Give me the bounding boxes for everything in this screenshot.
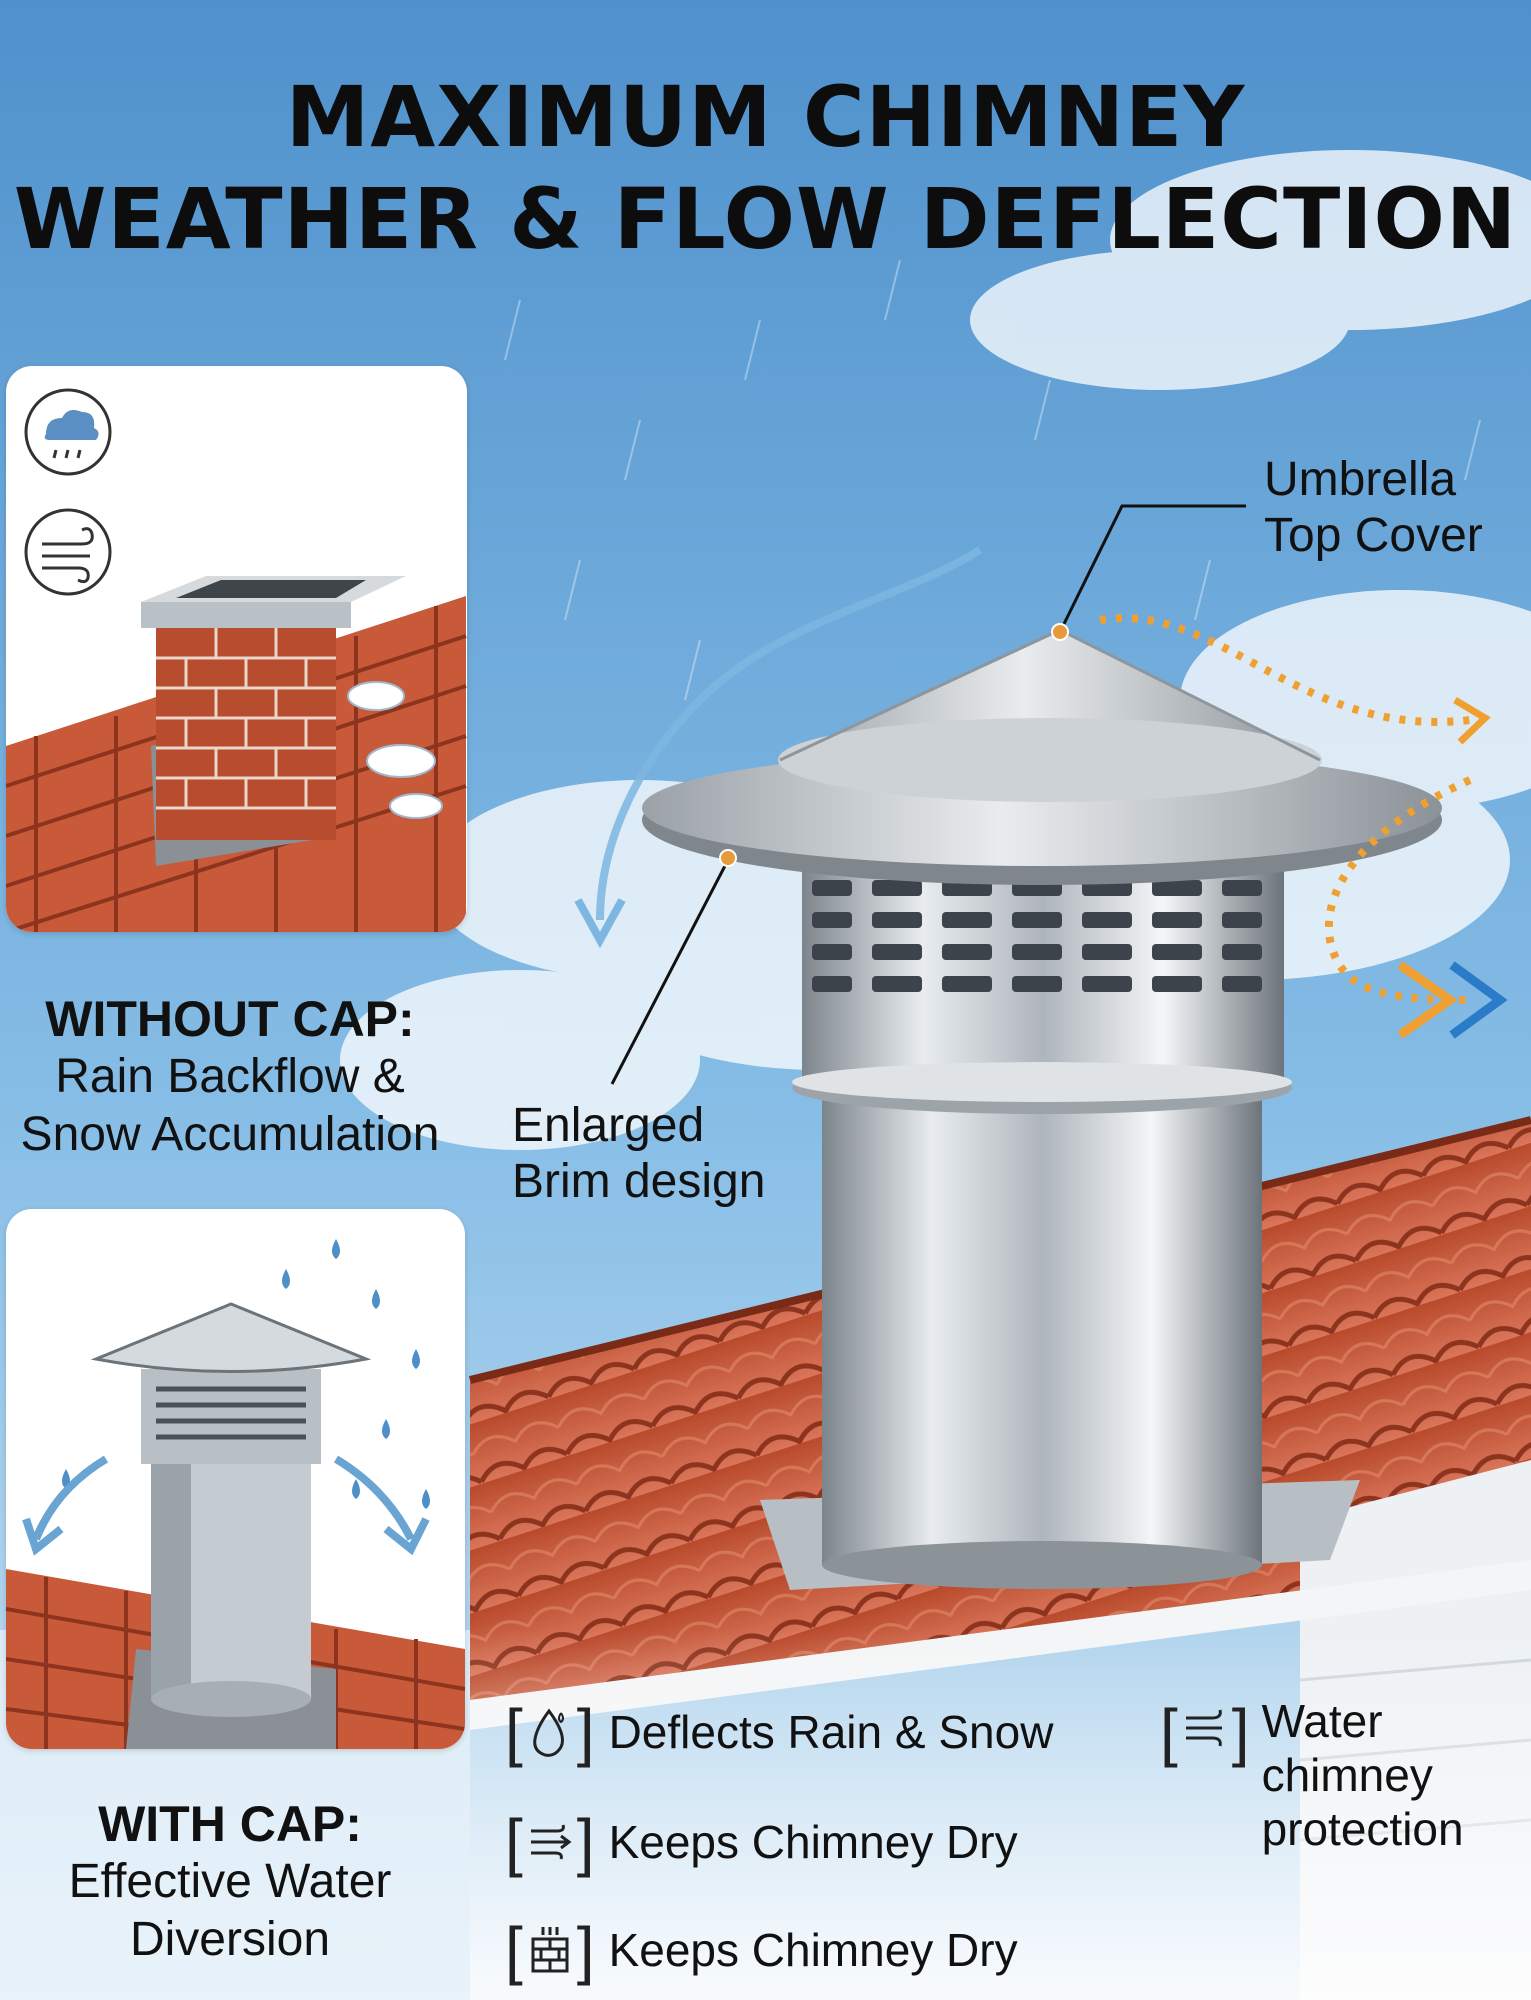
brick-chimney-icon xyxy=(531,1927,569,1973)
page-title-line-1: MAXIMUM CHIMNEY xyxy=(285,68,1246,166)
wind-icon xyxy=(24,508,112,596)
with-cap-caption: WITH CAP: Effective Water Diversion xyxy=(0,1795,460,1969)
bracket-close: ] xyxy=(576,1914,595,1986)
enlarged-brim-callout: Enlarged Brim design xyxy=(512,1098,812,1210)
bracket-open: [ xyxy=(505,1696,523,1768)
bracket-close: ] xyxy=(576,1806,595,1878)
wind-icon xyxy=(1185,1709,1222,1747)
with-cap-line-1: Effective Water xyxy=(68,1855,392,1908)
feature-water-line-3: protection xyxy=(1261,1803,1464,1855)
feature-water-line-1: Water xyxy=(1261,1695,1383,1747)
wind-arrow-icon xyxy=(530,1824,572,1860)
bracket-open: [ xyxy=(1160,1696,1178,1768)
bracket-close: ] xyxy=(1231,1696,1250,1768)
feature-keeps-dry-chimney: [ ] Keeps Chimney Dry xyxy=(505,1918,1018,1982)
feature-keeps-dry: [ ] Keeps Chimney Dry xyxy=(505,1810,1018,1874)
feature-text: Keeps Chimney Dry xyxy=(608,1924,1018,1976)
water-drop-icon xyxy=(533,1708,564,1757)
without-cap-line-2: Snow Accumulation xyxy=(20,1108,440,1161)
bracket-close: ] xyxy=(576,1696,595,1768)
umbrella-top-cover-callout: Umbrella Top Cover xyxy=(1264,452,1524,564)
feature-water-line-2: chimney xyxy=(1261,1749,1433,1801)
feature-text: Deflects Rain & Snow xyxy=(608,1706,1054,1758)
without-cap-illustration xyxy=(6,366,467,932)
without-cap-line-1: Rain Backflow & xyxy=(55,1050,405,1103)
brim-callout-line-1: Enlarged xyxy=(512,1099,705,1152)
umbrella-callout-line-2: Top Cover xyxy=(1264,509,1483,562)
rain-cloud-icon xyxy=(24,388,112,476)
feature-text: Keeps Chimney Dry xyxy=(608,1816,1018,1868)
without-cap-heading: WITHOUT CAP: xyxy=(45,991,415,1047)
bracket-open: [ xyxy=(505,1806,523,1878)
brim-callout-line-2: Brim design xyxy=(512,1155,766,1208)
with-cap-line-2: Diversion xyxy=(129,1913,331,1966)
with-cap-heading: WITH CAP: xyxy=(98,1796,362,1852)
without-cap-caption: WITHOUT CAP: Rain Backflow & Snow Accumu… xyxy=(0,990,460,1164)
page-title-line-2: WEATHER & FLOW DEFLECTION xyxy=(13,170,1518,268)
umbrella-callout-line-1: Umbrella xyxy=(1264,453,1457,506)
bracket-open: [ xyxy=(505,1914,523,1986)
feature-water-protection: [ ] Water chimney protection xyxy=(1160,1695,1464,1856)
feature-deflects-rain: [ ] Deflects Rain & Snow xyxy=(505,1700,1053,1764)
with-cap-illustration xyxy=(6,1209,465,1749)
feature-text: Water chimney protection xyxy=(1262,1694,1464,1856)
